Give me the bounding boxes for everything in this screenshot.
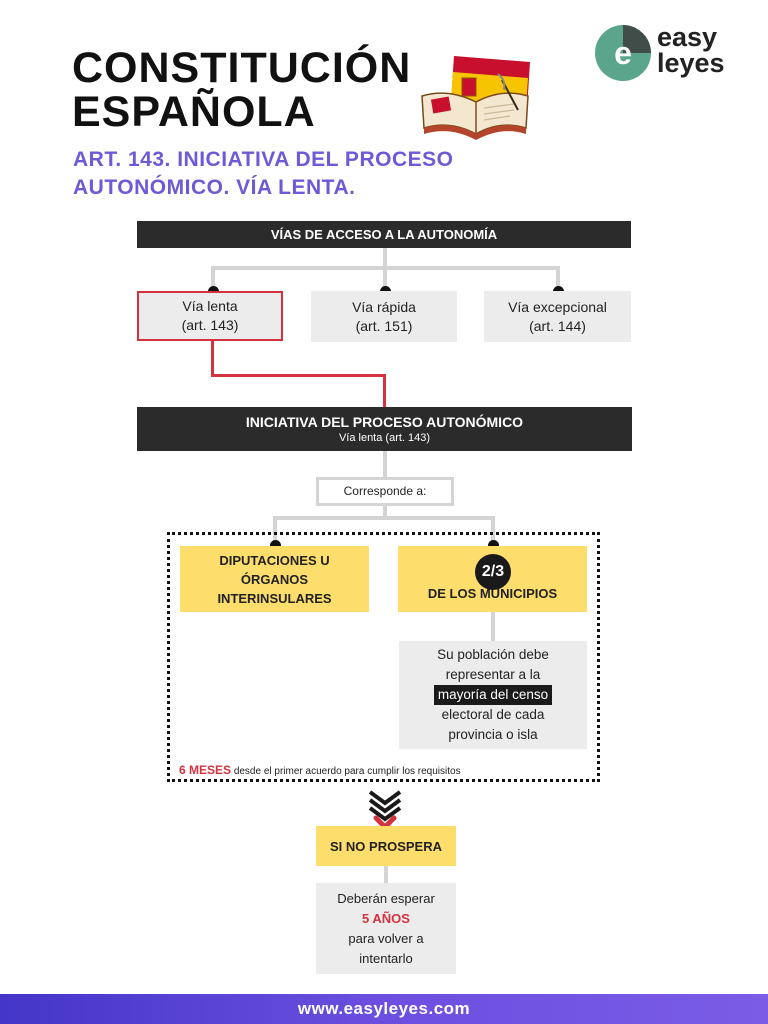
connector [556, 266, 560, 292]
logo-glyph: e [614, 35, 632, 71]
access-option-exceptional: Vía excepcional (art. 144) [484, 291, 631, 342]
note-line: provincia o isla [448, 727, 538, 742]
requirements-frame [167, 532, 600, 782]
bodies-line: ÓRGANOS [240, 571, 309, 587]
connector [273, 516, 277, 546]
connector [383, 266, 387, 292]
wait-line: para volver a [348, 930, 424, 946]
logo-line-2: leyes [657, 48, 725, 78]
easyleyes-logo-icon: e [595, 25, 651, 81]
footer-url[interactable]: www.easyleyes.com [0, 994, 768, 1024]
subtitle-line-2: AUTONÓMICO. VÍA LENTA. [73, 176, 356, 199]
wait-note: Deberán esperar 5 AÑOS para volver a int… [316, 883, 456, 974]
deadline-rest: desde el primer acuerdo para cumplir los… [233, 766, 461, 777]
option-name: Vía rápida [352, 298, 416, 315]
flag-book-illustration [421, 56, 530, 140]
title-line-2: ESPAÑOLA [72, 88, 316, 136]
connector [273, 516, 495, 520]
bodies-line: DIPUTACIONES U [219, 552, 330, 568]
municipios-label: DE LOS MUNICIPIOS [427, 586, 558, 601]
corresponds-label: Corresponde a: [316, 477, 454, 506]
option-article: (art. 151) [355, 317, 413, 334]
title-line-1: CONSTITUCIÓN [72, 44, 412, 92]
highlight-connector [211, 341, 214, 376]
deadline-strong: 6 MESES [179, 763, 232, 777]
wait-line: Deberán esperar [337, 890, 435, 906]
connector [383, 451, 387, 478]
initiative-heading: INICIATIVA DEL PROCESO AUTONÓMICO Vía le… [137, 407, 632, 451]
connector [383, 506, 387, 518]
highlight-connector [383, 374, 386, 407]
option-name: Vía excepcional [508, 298, 607, 315]
connector [491, 612, 495, 642]
access-option-fast: Vía rápida (art. 151) [311, 291, 457, 342]
page-subtitle: ART. 143. INICIATIVA DEL PROCESO AUTONÓM… [73, 146, 453, 202]
bodies-diputaciones: DIPUTACIONES U ÓRGANOS INTERINSULARES [180, 546, 369, 612]
note-highlight: mayoría del censo [433, 685, 553, 705]
fraction-badge: 2/3 [475, 554, 511, 590]
connector-dot [488, 540, 499, 551]
connector [384, 866, 388, 884]
highlight-connector [211, 374, 386, 377]
logo-line-1: easy [657, 22, 718, 52]
population-note: Su población debe representar a la mayor… [399, 641, 587, 749]
option-article: (art. 144) [529, 317, 586, 334]
wait-line: intentarlo [359, 950, 413, 966]
access-option-slow: Vía lenta (art. 143) [137, 291, 283, 341]
subtitle-line-1: ART. 143. INICIATIVA DEL PROCESO [73, 148, 454, 171]
bodies-line: INTERINSULARES [217, 590, 332, 606]
outcome-label: SI NO PROSPERA [316, 826, 456, 866]
wait-strong: 5 AÑOS [362, 910, 410, 926]
access-heading: VÍAS DE ACCESO A LA AUTONOMÍA [137, 221, 631, 248]
option-article: (art. 143) [181, 317, 239, 333]
logo-wordmark: easy leyes [657, 22, 725, 78]
note-line: representar a la [445, 667, 541, 682]
initiative-subtitle: Vía lenta (art. 143) [338, 432, 431, 444]
option-name: Vía lenta [182, 298, 238, 314]
note-line: electoral de cada [441, 707, 545, 722]
initiative-title: INICIATIVA DEL PROCESO AUTONÓMICO [245, 414, 524, 430]
connector [383, 248, 387, 268]
connector [211, 266, 215, 292]
deadline-note: 6 MESES desde el primer acuerdo para cum… [179, 763, 461, 779]
note-line: Su población debe [437, 647, 549, 662]
page-title: CONSTITUCIÓN ESPAÑOLA [72, 46, 411, 134]
connector-dot [270, 540, 281, 551]
connector [491, 516, 495, 546]
